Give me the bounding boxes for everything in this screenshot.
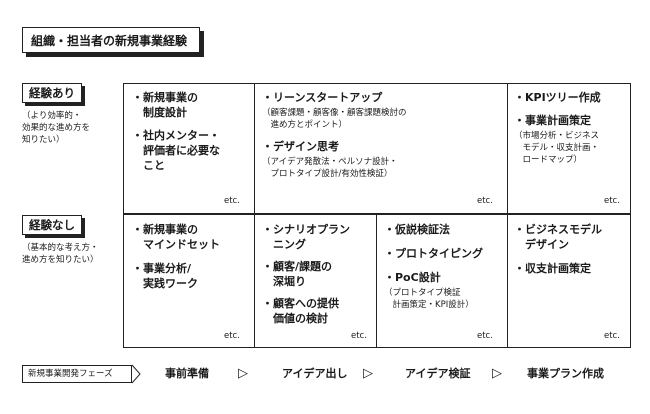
diagram-title: 組織・担当者の新規事業経験 bbox=[22, 27, 200, 53]
cell-inexperienced-idea: ・シナリオプラン ニング ・顧客/課題の 深堀り ・顧客への提供 価値の検討 bbox=[262, 222, 374, 326]
col-divider-bottom-2 bbox=[376, 213, 377, 348]
cell-item: ・新規事業の マインドセット bbox=[132, 223, 220, 251]
col-divider-top-1 bbox=[254, 83, 255, 214]
etc-label: etc. bbox=[604, 196, 620, 206]
etc-label: etc. bbox=[477, 196, 493, 206]
cell-item: ・事業計画策定 bbox=[514, 114, 591, 127]
cell-item: ・顧客/課題の 深堀り bbox=[262, 260, 333, 288]
etc-label: etc. bbox=[477, 331, 493, 341]
cell-item: ・仮説検証法 bbox=[384, 223, 450, 236]
row-label-experienced: 経験あり bbox=[22, 83, 82, 103]
cell-note: （アイデア発散法・ペルソナ設計・ プロトタイプ設計/有効性検証） bbox=[262, 157, 398, 179]
cell-item: ・顧客への提供 価値の検討 bbox=[262, 297, 339, 325]
cell-item: ・KPIツリー作成 bbox=[514, 91, 601, 104]
cell-item: ・PoC設計 bbox=[384, 271, 441, 284]
phase-separator-icon: ▷ bbox=[238, 366, 248, 381]
cell-experienced-plan: ・KPIツリー作成 ・事業計画策定 （市場分析・ビジネス モデル・収支計画・ ロ… bbox=[514, 90, 629, 166]
cell-note: （顧客課題・顧客像・顧客課題検討の 進め方とポイント） bbox=[262, 108, 407, 130]
cell-item: ・リーンスタートアップ bbox=[262, 91, 383, 104]
phase-label-chevron-icon bbox=[131, 364, 141, 384]
phase-idea: アイデア出し bbox=[282, 367, 348, 380]
col-divider-bottom-3 bbox=[507, 213, 508, 348]
cell-item: ・収支計画策定 bbox=[514, 262, 591, 275]
phase-separator-icon: ▷ bbox=[492, 366, 502, 381]
matrix-frame bbox=[123, 83, 631, 348]
cell-note: （プロトタイプ検証 計画策定・KPI設計） bbox=[384, 288, 474, 310]
cell-item: ・シナリオプラン ニング bbox=[262, 223, 350, 251]
etc-label: etc. bbox=[351, 331, 367, 341]
cell-item: ・新規事業の 制度設計 bbox=[132, 91, 198, 119]
phase-bar-label: 新規事業開発フェーズ bbox=[22, 365, 132, 383]
row-divider bbox=[123, 213, 631, 215]
col-divider-top-2 bbox=[507, 83, 508, 214]
cell-item: ・社内メンター・ 評価者に必要な こと bbox=[132, 129, 220, 172]
row-label-inexperienced: 経験なし bbox=[22, 215, 82, 235]
cell-item: ・プロトタイピング bbox=[384, 247, 483, 260]
cell-inexperienced-prep: ・新規事業の マインドセット ・事業分析/ 実践ワーク bbox=[132, 222, 250, 291]
phase-prep: 事前準備 bbox=[165, 367, 209, 380]
etc-label: etc. bbox=[224, 331, 240, 341]
cell-note: （市場分析・ビジネス モデル・収支計画・ ロードマップ） bbox=[514, 131, 600, 165]
cell-item: ・デザイン思考 bbox=[262, 140, 339, 153]
etc-label: etc. bbox=[604, 331, 620, 341]
row-sub-experienced: （より効率的・ 効果的な進め方を 知りたい） bbox=[22, 111, 91, 145]
cell-item: ・ビジネスモデル デザイン bbox=[514, 223, 602, 251]
cell-inexperienced-verify: ・仮説検証法 ・プロトタイピング ・PoC設計 （プロトタイプ検証 計画策定・K… bbox=[384, 222, 504, 311]
cell-item: ・事業分析/ 実践ワーク bbox=[132, 262, 198, 290]
col-divider-bottom-1 bbox=[254, 213, 255, 348]
cell-experienced-idea: ・リーンスタートアップ （顧客課題・顧客像・顧客課題検討の 進め方とポイント） … bbox=[262, 90, 502, 180]
cell-inexperienced-plan: ・ビジネスモデル デザイン ・収支計画策定 bbox=[514, 222, 629, 276]
etc-label: etc. bbox=[224, 196, 240, 206]
row-sub-inexperienced: （基本的な考え方・ 進め方を知りたい） bbox=[22, 243, 99, 265]
cell-experienced-prep: ・新規事業の 制度設計 ・社内メンター・ 評価者に必要な こと bbox=[132, 90, 250, 173]
phase-plan: 事業プラン作成 bbox=[527, 367, 604, 380]
phase-separator-icon: ▷ bbox=[363, 366, 373, 381]
phase-verify: アイデア検証 bbox=[405, 367, 471, 380]
